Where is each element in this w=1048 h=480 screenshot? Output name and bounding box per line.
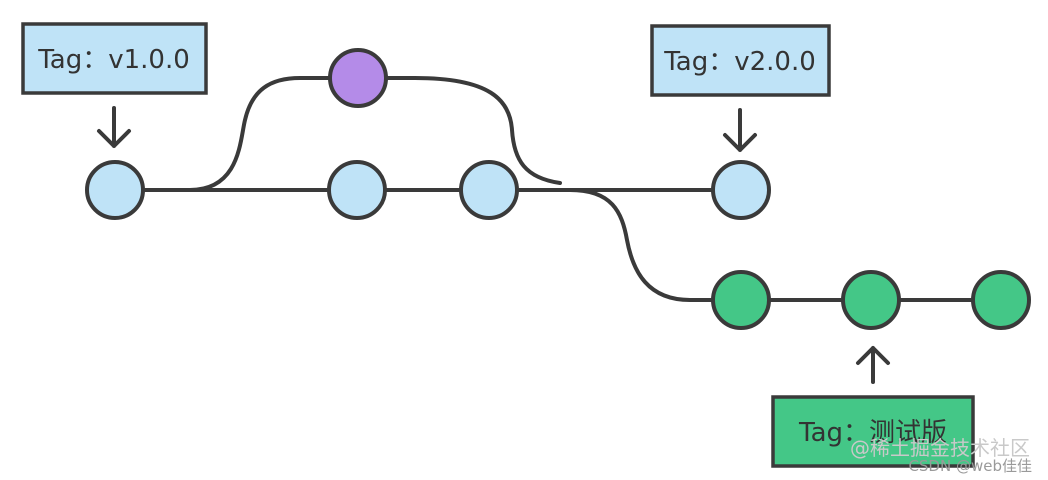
commit-main-4	[711, 160, 771, 220]
commit-test-3	[971, 270, 1031, 330]
commit-test-1	[711, 270, 771, 330]
feature-branch-line	[188, 76, 562, 192]
tag-v1-box	[21, 22, 208, 95]
arrow-down-icon	[97, 106, 131, 148]
commit-test-2	[841, 270, 901, 330]
tag-v2-label: Tag：v2.0.0	[663, 47, 816, 77]
tag-v1: Tag：v1.0.0	[21, 22, 208, 95]
commit-feature-1	[328, 48, 388, 108]
tag-v2-box	[650, 24, 831, 97]
test-branch-line	[518, 188, 1002, 302]
tag-test: Tag：测试版	[771, 395, 975, 468]
commit-main-2	[327, 160, 387, 220]
arrow-down-icon	[723, 108, 757, 152]
tag-v2: Tag：v2.0.0	[650, 24, 831, 97]
commit-main-3	[459, 160, 519, 220]
tag-v1-label: Tag：v1.0.0	[37, 45, 190, 75]
watermark-juejin: @稀土掘金技术社区	[850, 436, 1030, 460]
commit-main-1	[85, 160, 145, 220]
arrow-up-icon	[856, 346, 890, 384]
tag-test-box	[771, 395, 975, 468]
watermark-csdn: CSDN @web佳佳	[908, 457, 1032, 475]
tag-test-label: Tag：测试版	[798, 418, 947, 448]
